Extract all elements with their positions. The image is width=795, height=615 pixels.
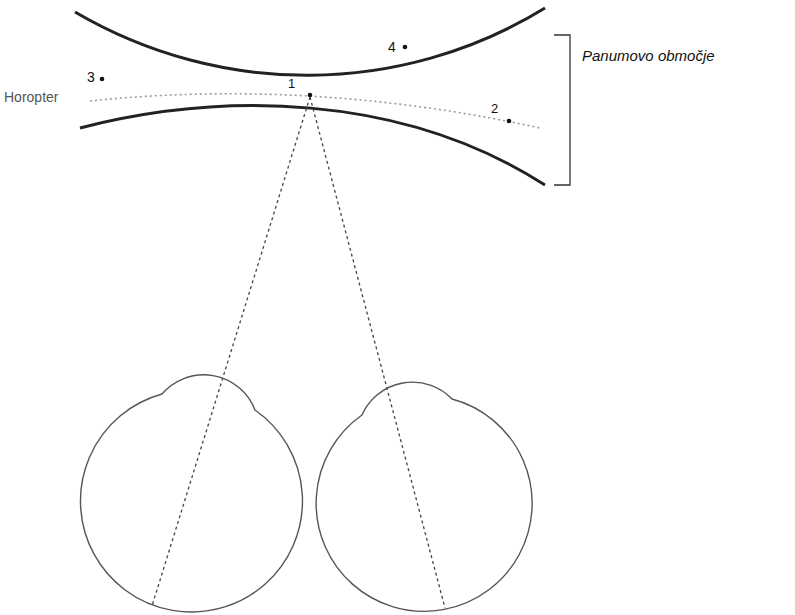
callout-number: 3 [87,70,95,84]
panum-upper-boundary [75,8,545,75]
left-eye [80,375,302,612]
visual-axis [152,97,310,606]
point-dot [100,77,105,82]
callout-number: 2 [491,102,498,115]
horopter-label: Horopter [4,90,58,104]
callout-number: 4 [388,40,396,54]
point-dot [403,45,408,50]
point-dot [308,93,313,98]
callout-number: 1 [288,77,295,90]
point-dot [507,119,512,124]
horopter-curve [90,94,540,128]
area-bracket [554,35,570,185]
right-eye [316,382,532,611]
visual-axis [310,97,445,608]
area-label: Panumovo območje [582,48,715,63]
panum-lower-boundary [80,106,545,185]
